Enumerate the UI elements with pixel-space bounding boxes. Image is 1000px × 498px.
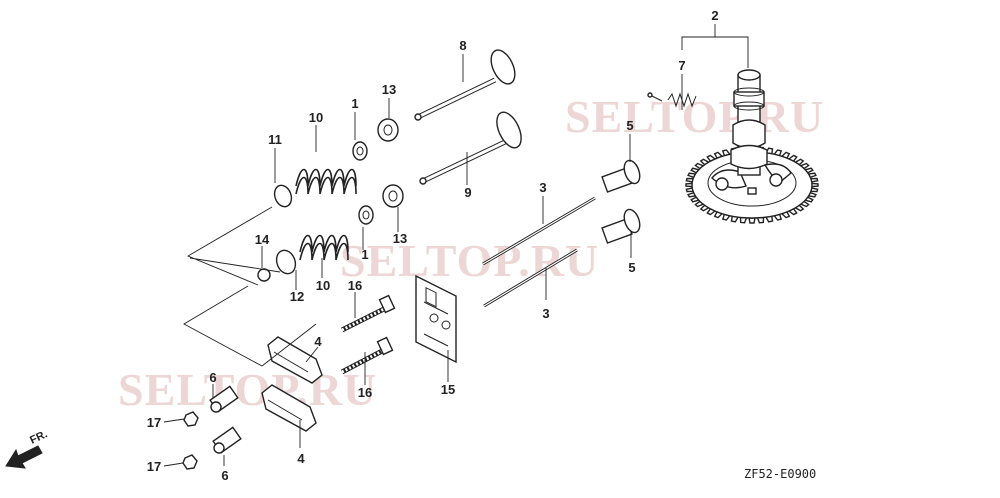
camshaft-bracket: [681, 24, 749, 68]
stem-seal-lower: [382, 184, 404, 208]
gear-tooth: [811, 182, 819, 188]
callout-9: 9: [464, 185, 471, 200]
gear-tooth: [748, 217, 756, 224]
drawing-code: ZF52-E0900: [744, 467, 816, 481]
nut-upper: [183, 411, 199, 427]
callout-16-upper: 16: [348, 278, 362, 293]
group-bracket-rockers: [183, 285, 317, 367]
stem-seal-upper: [377, 118, 399, 142]
push-rod-upper-core: [482, 197, 596, 265]
callout-16-lower: 16: [358, 385, 372, 400]
callout-15: 15: [441, 382, 455, 397]
exhaust-valve: [414, 49, 516, 121]
rocker-pivot-lower: [212, 426, 242, 454]
callout-13-upper: 13: [382, 82, 396, 97]
callout-3-upper: 3: [539, 180, 546, 195]
callout-6-lower: 6: [221, 468, 228, 483]
callout-5-upper: 5: [626, 118, 633, 133]
callout-5-lower: 5: [628, 260, 635, 275]
valve-spring-lower: [275, 234, 349, 275]
callout-2: 2: [711, 8, 718, 23]
push-rod-lower-core: [483, 249, 578, 307]
cotter-upper: [352, 141, 368, 161]
callout-14: 14: [255, 232, 270, 247]
callout-7: 7: [678, 58, 685, 73]
callout-4-upper: 4: [314, 334, 322, 349]
callout-6-upper: 6: [209, 370, 216, 385]
gear-tooth: [685, 182, 693, 188]
rocker-stud-upper: [340, 294, 396, 333]
camshaft-assembly: [647, 69, 819, 224]
callout-3-lower: 3: [542, 306, 549, 321]
watermark-bottom: SELTOP.RU: [118, 364, 377, 415]
callout-4-lower: 4: [297, 451, 305, 466]
cotter-lower: [358, 205, 374, 225]
callout-17-lower: 17: [147, 459, 161, 474]
rocker-arm-lower: [261, 384, 317, 432]
callout-10-lower: 10: [316, 278, 330, 293]
nut-lower: [182, 454, 198, 470]
push-rod-guide-plate: [415, 274, 457, 364]
callout-8: 8: [459, 38, 466, 53]
front-indicator-label: FR.: [28, 428, 49, 446]
intake-valve: [419, 111, 522, 185]
rocker-pivot-upper: [209, 385, 239, 413]
callout-1-lower: 1: [361, 247, 368, 262]
rocker-stud-lower: [340, 336, 394, 375]
callout-1-upper: 1: [351, 96, 358, 111]
tappet-upper: [601, 159, 641, 193]
leader-lines: [163, 54, 683, 467]
callout-13-lower: 13: [393, 231, 407, 246]
rocker-arm-upper: [267, 336, 323, 384]
callout-12: 12: [290, 289, 304, 304]
valve-spring-upper: [273, 168, 357, 208]
group-bracket-springs: [186, 206, 281, 286]
valve-rotator-cap: [257, 268, 271, 282]
watermark-middle: SELTOP.RU: [340, 235, 599, 286]
callout-17-upper: 17: [147, 415, 161, 430]
front-direction-arrow-icon: [5, 445, 43, 469]
callout-11: 11: [268, 132, 282, 147]
callout-10-upper: 10: [309, 110, 323, 125]
tappet-lower: [601, 208, 641, 244]
